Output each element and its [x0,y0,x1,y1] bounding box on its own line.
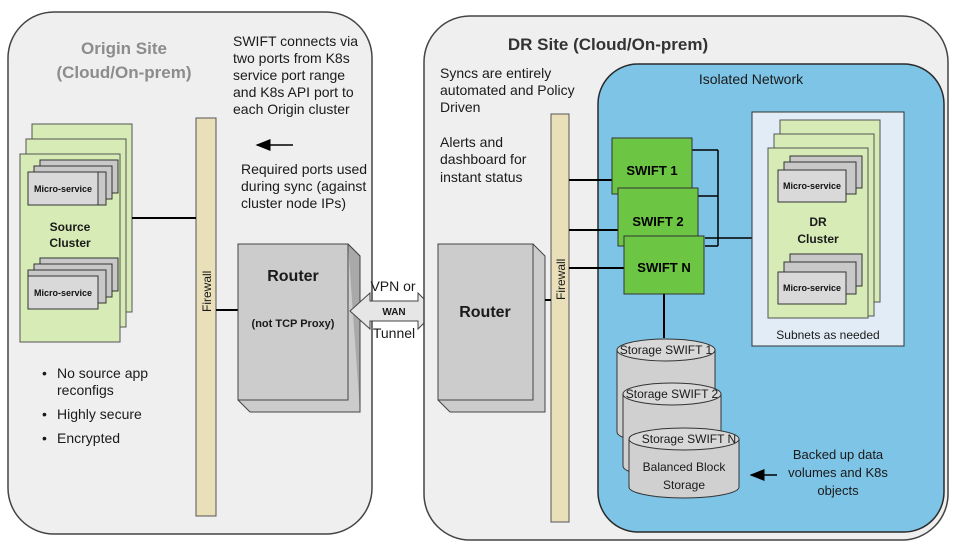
svg-text:Balanced Block: Balanced Block [643,460,727,474]
svg-text:objects: objects [817,483,859,498]
svg-text:Micro-service: Micro-service [783,181,841,191]
svg-text:Micro-service: Micro-service [34,288,92,298]
svg-text:Firewall: Firewall [200,271,214,312]
svg-text:Required ports used: Required ports used [241,161,367,177]
svg-text:Storage SWIFT N: Storage SWIFT N [642,432,736,446]
wan-tunnel: VPN or WAN Tunnel [349,278,437,341]
svg-text:•: • [42,406,47,422]
origin-site-subtitle: (Cloud/On-prem) [56,63,191,82]
swift-1-box: SWIFT 1 [611,137,693,195]
svg-text:SWIFT 2: SWIFT 2 [632,214,683,229]
microservice-box [777,271,847,305]
svg-text:service port range: service port range [233,67,345,83]
svg-text:•: • [42,430,47,446]
svg-text:reconfigs: reconfigs [57,382,114,398]
svg-text:volumes and K8s: volumes and K8s [788,465,888,480]
svg-text:Micro-service: Micro-service [783,283,841,293]
svg-text:Router: Router [459,304,511,321]
svg-text:each Origin cluster: each Origin cluster [233,101,350,117]
dr-alerts-note: Alerts and dashboard for instant status [440,134,527,185]
svg-text:Encrypted: Encrypted [57,430,120,446]
firewall-swift-links [569,179,624,269]
svg-text:WAN: WAN [382,307,405,318]
swift-cluster-links [692,149,768,247]
storage-swift-n: Storage SWIFT N Balanced Block Storage [628,427,740,499]
source-cluster-label: Source [50,220,91,234]
svg-text:Storage: Storage [663,478,705,492]
svg-text:VPN or: VPN or [370,278,415,294]
svg-text:(not TCP Proxy): (not TCP Proxy) [252,318,335,330]
svg-text:Firewall: Firewall [554,259,568,300]
svg-text:Storage SWIFT 1: Storage SWIFT 1 [620,343,713,357]
svg-text:Syncs are entirely: Syncs are entirely [440,65,551,81]
svg-text:two ports from K8s: two ports from K8s [233,50,350,66]
microservice-box [27,275,99,310]
svg-text:dashboard for: dashboard for [440,151,527,167]
svg-text:SWIFT N: SWIFT N [637,260,690,275]
svg-text:cluster node IPs): cluster node IPs) [241,195,346,211]
svg-text:Router: Router [267,268,319,285]
dr-sync-note: Syncs are entirely automated and Policy … [440,65,575,115]
svg-text:Tunnel: Tunnel [373,325,415,341]
svg-text:Driven: Driven [440,99,480,115]
origin-bullets: • No source app reconfigs • Highly secur… [42,365,148,446]
svg-text:during sync (against: during sync (against [241,178,366,194]
dr-firewall: Firewall [550,113,570,523]
dr-site-title: DR Site (Cloud/On-prem) [508,35,708,54]
swift-n-box: SWIFT N [623,235,705,295]
svg-text:Cluster: Cluster [49,236,91,250]
svg-text:automated and Policy: automated and Policy [440,82,575,98]
svg-text:Highly secure: Highly secure [57,406,142,422]
svg-text:No source app: No source app [57,365,148,381]
dr-cluster: Micro-service DR Cluster Micro-service [767,119,881,319]
svg-text:and K8s API port to: and K8s API port to [233,84,354,100]
svg-text:•: • [42,365,47,381]
svg-text:Alerts and: Alerts and [440,134,503,150]
svg-text:Cluster: Cluster [797,232,839,246]
isolated-network-title: Isolated Network [699,71,804,87]
origin-router: Router (not TCP Proxy) [237,243,361,413]
svg-text:SWIFT connects via: SWIFT connects via [233,33,358,49]
svg-text:Backed up data: Backed up data [793,447,884,462]
svg-text:Micro-service: Micro-service [34,184,92,194]
backup-note: Backed up data volumes and K8s objects [788,447,888,498]
subnets-label: Subnets as needed [776,328,879,342]
dr-cluster-label: DR [809,215,827,229]
origin-site-title: Origin Site [81,39,167,58]
svg-text:Storage SWIFT 2: Storage SWIFT 2 [626,387,719,401]
origin-connect-note: SWIFT connects via two ports from K8s se… [233,33,358,117]
required-ports-note: Required ports used during sync (against… [241,161,367,211]
microservice-box [27,171,99,206]
svg-text:SWIFT 1: SWIFT 1 [626,163,677,178]
svg-text:instant status: instant status [440,169,523,185]
dr-router: Router [437,243,546,413]
origin-firewall: Firewall [195,117,217,517]
microservice-box [777,169,847,203]
source-cluster: Micro-service Source Cluster Micro-servi… [19,123,133,343]
